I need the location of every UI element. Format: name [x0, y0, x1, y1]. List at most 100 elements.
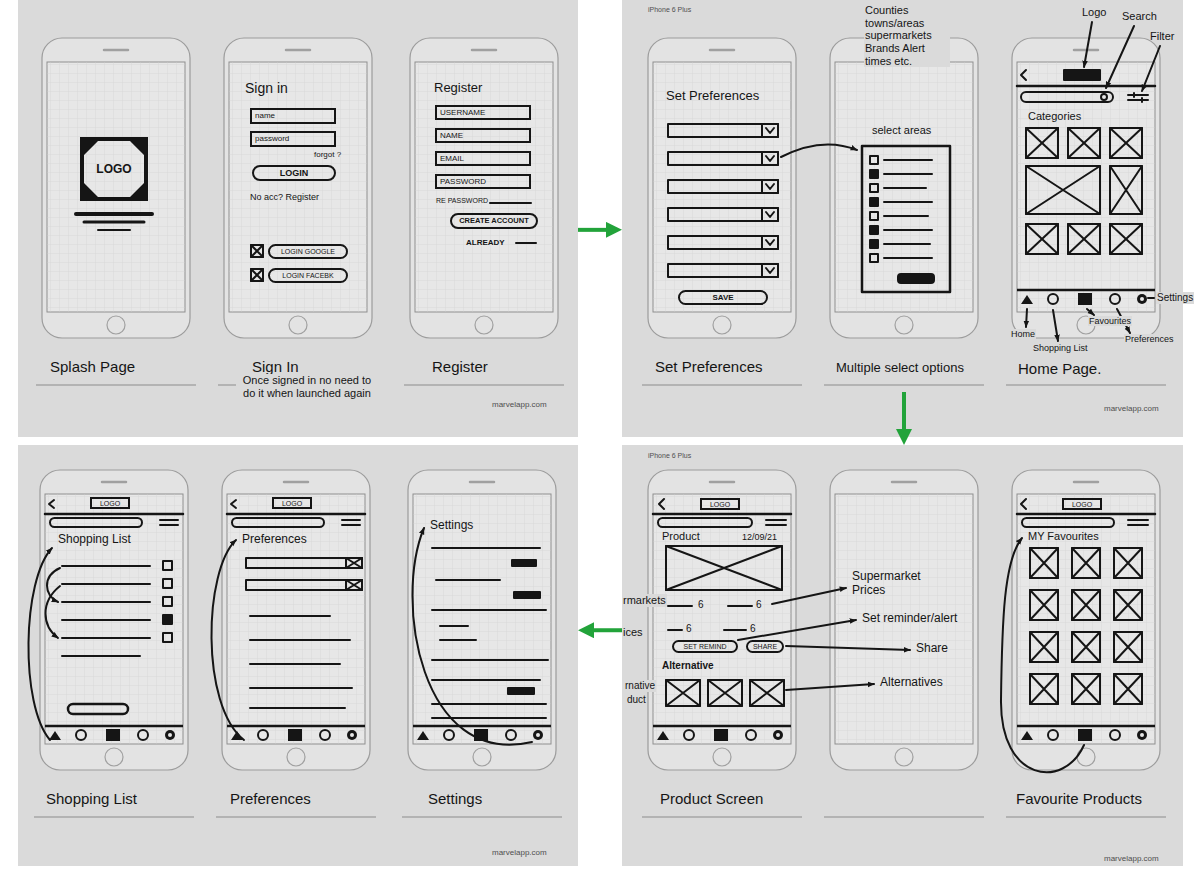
sketch-path — [1021, 70, 1026, 80]
annotation: Supermarket Prices — [852, 570, 936, 598]
sketch-path — [659, 499, 664, 509]
sketch-path — [884, 257, 932, 259]
phone-wireframe: Product12/09/216666AlternativeProduct Sc… — [642, 470, 802, 824]
sketch-path — [1142, 46, 1160, 91]
sketch-path — [1128, 520, 1148, 525]
box-text: LOGIN — [280, 169, 309, 178]
sketch-path — [98, 229, 130, 231]
sketch-rect — [251, 269, 263, 281]
sketch-path — [884, 243, 930, 245]
sketch-path — [436, 579, 500, 581]
sketch-rect — [18, 445, 578, 866]
sketch-path — [1026, 166, 1100, 214]
sketch-rect — [246, 558, 362, 568]
sketch-rect — [163, 579, 172, 588]
sketch-path — [653, 513, 791, 516]
sketch-path — [1017, 513, 1155, 516]
annotation: Favourites — [1088, 316, 1132, 326]
sketch-rect — [708, 680, 742, 706]
sketch-rect — [232, 518, 324, 527]
sketch-rect — [1064, 70, 1100, 80]
sketch-path — [251, 245, 263, 257]
sketch-path — [1110, 224, 1142, 254]
sketch-path — [1021, 499, 1026, 509]
sketch-path — [781, 144, 857, 157]
sketch-rect — [1110, 166, 1142, 214]
watermark: marvelapp.com — [492, 400, 547, 410]
sketch-path — [1072, 590, 1100, 620]
box-text: SAVE — [712, 294, 733, 302]
sketch-text: forgot ? — [314, 150, 341, 160]
sketch-rect — [870, 240, 878, 248]
sketch-text: 6 — [686, 623, 692, 635]
button-shape: LOGIN FACEBK — [268, 268, 348, 283]
sketch-path — [160, 520, 178, 525]
sketch-circle — [1101, 94, 1107, 100]
sketch-path — [1030, 590, 1058, 620]
sketch-rect — [622, 445, 1183, 866]
sketch-use — [404, 38, 564, 385]
sketch-path — [412, 528, 532, 745]
box-text: LOGO — [100, 500, 120, 507]
sketch-rect — [870, 212, 878, 220]
box-text: LOGO — [1072, 501, 1092, 508]
sketch-use — [227, 726, 365, 741]
sketch-path — [1084, 22, 1092, 67]
sketch-sheet: iPhone 6 Plusmarvelapp.comProduct12/09/2… — [622, 445, 1183, 866]
sketch-path — [346, 558, 362, 568]
sketch-rect — [622, 0, 1183, 437]
sketch-use — [36, 38, 196, 385]
sketch-use — [402, 470, 562, 817]
sketch-text: Preferences — [242, 532, 307, 546]
watermark: iPhone 6 Plus — [648, 452, 691, 460]
box-text: USERNAME — [440, 109, 485, 117]
sketch-path — [1114, 590, 1142, 620]
sketch-path — [666, 546, 782, 590]
sketch-text: Home Page. — [1018, 360, 1101, 378]
sketch-rect — [668, 264, 778, 277]
sketch-path — [666, 680, 700, 706]
phone-wireframe: Splash PageLOGO — [36, 38, 196, 392]
sketch-rect — [508, 688, 534, 694]
sketch-use — [642, 470, 802, 817]
phone-wireframe: Set PreferencesSet PreferencesSAVE — [642, 38, 802, 392]
sketch-path — [1001, 538, 1084, 772]
sketch-rect — [1110, 128, 1142, 158]
sketch-path — [1148, 297, 1154, 299]
annotation: Once signed in no need to do it when lau… — [236, 374, 378, 399]
sketch-text: Alternative — [662, 660, 714, 672]
sketch-path — [1087, 309, 1094, 315]
sketch-text: No acc? Register — [250, 192, 319, 203]
sketch-rect — [1072, 632, 1100, 662]
phone-wireframe: Shopping ListShopping ListLOGO — [34, 470, 194, 824]
annotation: Search — [1122, 10, 1157, 23]
sketch-path — [1114, 632, 1142, 662]
sketch-text: ALREADY — [466, 238, 505, 248]
sketch-path — [766, 268, 774, 273]
sketch-path — [47, 568, 60, 602]
sketch-path — [750, 680, 784, 706]
annotation: duct — [626, 694, 647, 706]
sketch-path — [884, 201, 932, 203]
input-box: EMAIL — [435, 151, 531, 166]
sketch-path — [62, 601, 150, 603]
sketch-path — [1114, 548, 1142, 578]
sketch-path — [342, 520, 360, 525]
sketch-path — [1068, 128, 1100, 158]
sketch-rect — [246, 580, 362, 590]
sketch-text: Register — [434, 80, 482, 96]
sketch-path — [1026, 309, 1027, 327]
sketch-rect — [668, 208, 778, 221]
input-box: LOGO — [700, 498, 740, 510]
sketch-rect — [1114, 590, 1142, 620]
sketch-text: Settings — [428, 790, 482, 808]
input-box: LOGO — [90, 497, 130, 509]
box-text: EMAIL — [440, 155, 464, 163]
box-text: SET REMIND — [683, 643, 726, 650]
box-text: LOGO — [282, 500, 302, 507]
sketch-path — [766, 520, 786, 525]
box-text: LOGIN GOOGLE — [281, 248, 335, 255]
sketch-rect — [862, 146, 950, 292]
phone-wireframe: Sign inforgot ?No acc? RegisterSign Inna… — [218, 38, 378, 392]
sketch-rect — [762, 152, 778, 165]
